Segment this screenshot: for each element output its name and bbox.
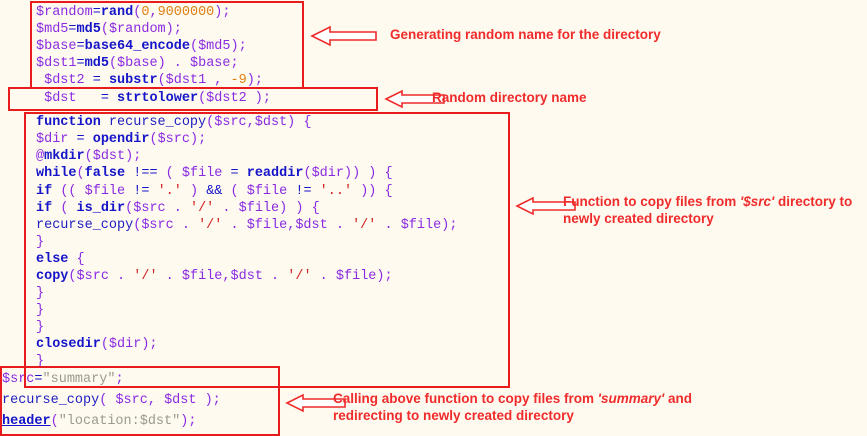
code-line: recurse_copy($src . '/' . $file,$dst . '… — [36, 218, 458, 233]
annotation-text: Generating random name for the directory — [390, 27, 661, 42]
annotation-line-2: redirecting to newly created directory — [333, 408, 574, 423]
arrow-left-icon — [310, 25, 377, 47]
code-line: } — [36, 235, 45, 250]
code-line: if ( is_dir($src . '/' . $file) ) { — [36, 201, 320, 216]
annotation-random-directory-name: Random directory name — [432, 89, 587, 106]
code-line: $base=base64_encode($md5); — [36, 39, 247, 54]
annotation-emphasis: '$src' — [740, 194, 775, 209]
annotation-calling-above-function: Calling above function to copy files fro… — [333, 390, 692, 424]
annotation-text-after: directory to — [774, 194, 853, 209]
code-line: $dir = opendir($src); — [36, 132, 207, 147]
code-line: closedir($dir); — [36, 337, 158, 352]
annotation-generating-random-name: Generating random name for the directory — [390, 26, 661, 43]
annotation-text: Function to copy files from — [563, 194, 741, 209]
code-line: $dst = strtolower($dst2 ); — [44, 91, 271, 106]
code-line: recurse_copy( $src, $dst ); — [2, 393, 221, 408]
code-line: @mkdir($dst); — [36, 149, 142, 164]
code-line: } — [36, 320, 45, 335]
annotation-function-copy-files: Function to copy files from '$src' direc… — [563, 193, 852, 227]
code-line: header("location:$dst"); — [2, 414, 197, 429]
annotation-line-1: Function to copy files from '$src' direc… — [563, 193, 852, 210]
arrow-left-icon — [515, 196, 576, 216]
code-line: } — [36, 286, 45, 301]
code-line: $src="summary"; — [2, 372, 124, 387]
code-line: while(false !== ( $file = readdir($dir))… — [36, 166, 393, 181]
code-line: $dst1=md5($base) . $base; — [36, 56, 239, 71]
code-line: $md5=md5($random); — [36, 22, 182, 37]
arrow-left-icon — [384, 89, 445, 109]
annotation-text: Random directory name — [432, 90, 587, 105]
arrow-left-icon — [285, 393, 346, 413]
annotation-line-1: Calling above function to copy files fro… — [333, 390, 692, 407]
code-line: else { — [36, 252, 85, 267]
annotation-emphasis: 'summary' — [597, 391, 665, 406]
annotation-text: Calling above function to copy files fro… — [333, 391, 598, 406]
code-line: } — [36, 303, 45, 318]
annotation-line-2: newly created directory — [563, 211, 714, 226]
code-line: $random=rand(0,9000000); — [36, 5, 231, 20]
code-line: } — [36, 354, 45, 369]
code-line: $dst2 = substr($dst1 , -9); — [44, 73, 263, 88]
annotation-text-after: and — [664, 391, 692, 406]
code-line: copy($src . '/' . $file,$dst . '/' . $fi… — [36, 269, 393, 284]
code-line: function recurse_copy($src,$dst) { — [36, 115, 312, 130]
code-line: if (( $file != '.' ) && ( $file != '..' … — [36, 184, 393, 199]
